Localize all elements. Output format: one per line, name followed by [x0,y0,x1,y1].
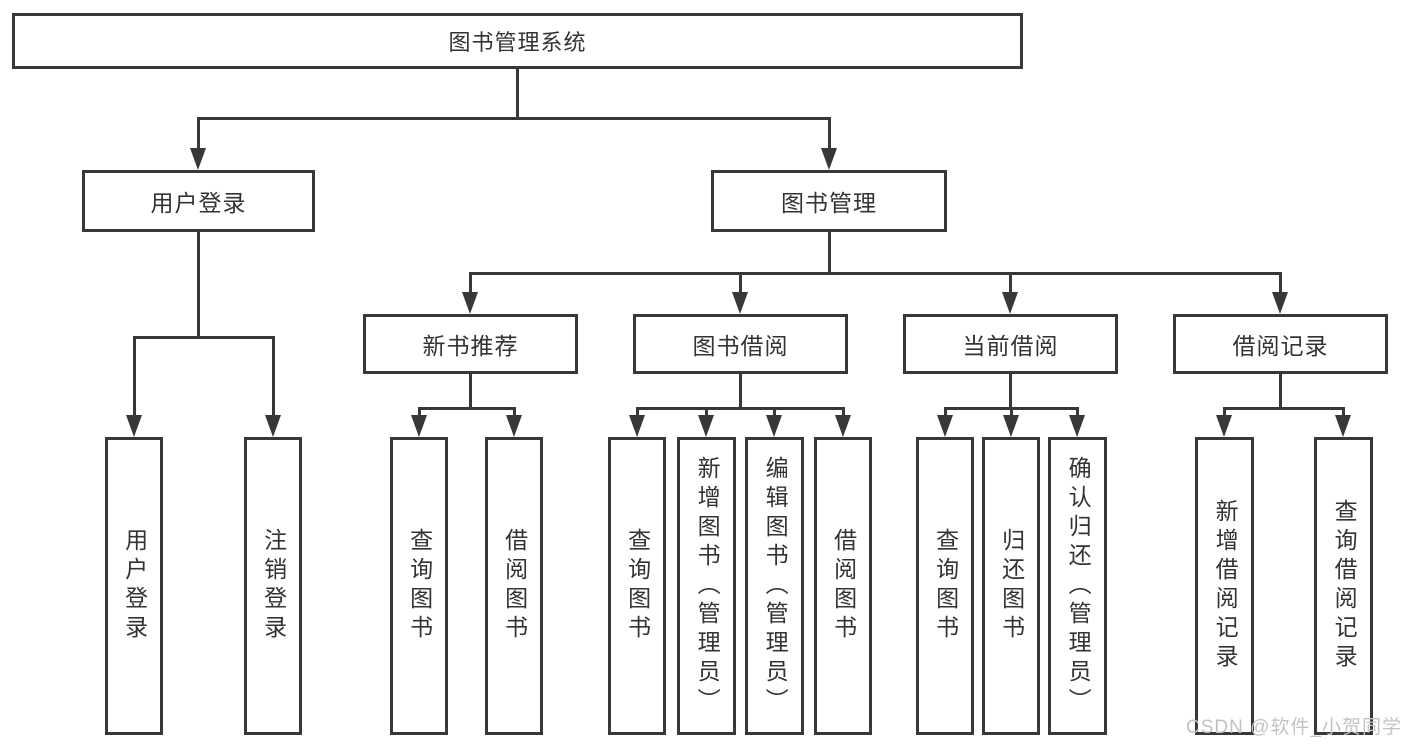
arrow-down-icon [411,415,427,437]
arrow-down-icon [937,415,953,437]
node-current-borrow: 当前借阅 [903,314,1118,374]
leaf-edit-book-admin-label: 编辑图书（管理员） [762,455,789,717]
arrow-down-icon [506,415,522,437]
leaf-add-book-admin-label: 新增图书（管理员） [694,455,721,717]
arrow-stem [773,407,776,417]
arrow-down-icon [1216,415,1232,437]
leaf-confirm-return-admin-label: 确认归还（管理员） [1065,455,1092,717]
leaf-add-borrow-record-label: 新增借阅记录 [1212,499,1239,673]
arrow-stem [1009,272,1012,294]
arrow-stem [636,407,639,417]
leaf-query-books-newbooks: 查询图书 [390,437,448,735]
leaf-user-login: 用户登录 [105,437,163,735]
arrow-stem [739,272,742,294]
arrow-down-icon [1335,415,1351,437]
connector-records-hbar [1223,407,1345,410]
arrow-stem [1279,272,1282,294]
node-book-management: 图书管理 [711,170,947,232]
arrow-stem [469,272,472,294]
leaf-query-books-current-label: 查询图书 [932,528,959,644]
connector-bookmgmt-stub [828,230,831,275]
leaf-query-borrow-record: 查询借阅记录 [1314,437,1373,735]
arrow-down-icon [1069,415,1085,437]
connector-root-stub [516,69,519,120]
leaf-logout: 注销登录 [244,437,302,735]
node-book-management-label: 图书管理 [781,190,877,216]
arrow-down-icon [766,415,782,437]
connector-level3-hbar [469,272,1282,275]
arrow-stem [1010,407,1013,417]
arrow-down-icon [265,415,281,437]
node-new-book-recommend: 新书推荐 [363,314,578,374]
leaf-borrow-books-borrow-label: 借阅图书 [830,528,857,644]
arrow-down-icon [1003,415,1019,437]
node-current-borrow-label: 当前借阅 [962,333,1059,359]
leaf-query-books-borrow: 查询图书 [608,437,666,735]
arrow-down-icon [629,415,645,437]
leaf-add-book-admin: 新增图书（管理员） [677,437,736,735]
arrow-down-icon [821,148,837,170]
arrow-stem [513,407,516,417]
connector-userlogin-hbar [133,336,275,339]
node-borrow-records: 借阅记录 [1173,314,1388,374]
node-user-login: 用户登录 [82,170,315,232]
leaf-query-books-newbooks-label: 查询图书 [406,528,433,644]
node-borrow-records-label: 借阅记录 [1232,333,1329,359]
arrow-down-icon [1272,292,1288,314]
node-new-book-recommend-label: 新书推荐 [422,333,519,359]
leaf-borrow-books-newbooks: 借阅图书 [485,437,543,735]
arrow-stem [705,407,708,417]
leaf-borrow-books-newbooks-label: 借阅图书 [501,528,528,644]
connector-records-stub [1279,372,1282,410]
leaf-borrow-books-borrow: 借阅图书 [814,437,872,735]
connector-bookborrow-hbar [636,407,845,410]
leaf-query-books-current: 查询图书 [916,437,974,735]
connector-userlogin-stub [197,230,200,339]
leaf-return-book: 归还图书 [982,437,1040,735]
leaf-query-books-borrow-label: 查询图书 [624,528,651,644]
node-book-borrow-label: 图书借阅 [692,333,789,359]
node-library-system: 图书管理系统 [12,13,1023,69]
arrow-stem [133,336,136,417]
connector-newbooks-hbar [418,407,516,410]
arrow-down-icon [1002,292,1018,314]
leaf-add-borrow-record: 新增借阅记录 [1195,437,1254,735]
watermark: CSDN @软件_小贺同学 [1186,717,1402,738]
arrow-down-icon [462,292,478,314]
arrow-stem [1342,407,1345,417]
leaf-confirm-return-admin: 确认归还（管理员） [1048,437,1107,735]
connector-newbooks-stub [469,372,472,410]
arrow-stem [1223,407,1226,417]
node-book-borrow: 图书借阅 [633,314,848,374]
leaf-query-borrow-record-label: 查询借阅记录 [1331,499,1358,673]
arrow-stem [418,407,421,417]
connector-currentborrow-stub [1009,372,1012,410]
arrow-stem [1076,407,1079,417]
connector-bookborrow-stub [739,372,742,410]
leaf-user-login-label: 用户登录 [121,528,148,644]
arrow-stem [828,117,831,150]
leaf-edit-book-admin: 编辑图书（管理员） [745,437,804,735]
arrow-down-icon [732,292,748,314]
node-library-system-label: 图书管理系统 [448,30,587,55]
arrow-down-icon [126,415,142,437]
arrow-stem [842,407,845,417]
arrow-stem [197,117,200,150]
leaf-logout-label: 注销登录 [260,528,287,644]
connector-root-hbar [197,117,831,120]
arrow-down-icon [698,415,714,437]
arrow-down-icon [835,415,851,437]
arrow-stem [272,336,275,417]
node-user-login-label: 用户登录 [150,190,247,216]
arrow-stem [944,407,947,417]
arrow-down-icon [190,148,206,170]
leaf-return-book-label: 归还图书 [998,528,1025,644]
